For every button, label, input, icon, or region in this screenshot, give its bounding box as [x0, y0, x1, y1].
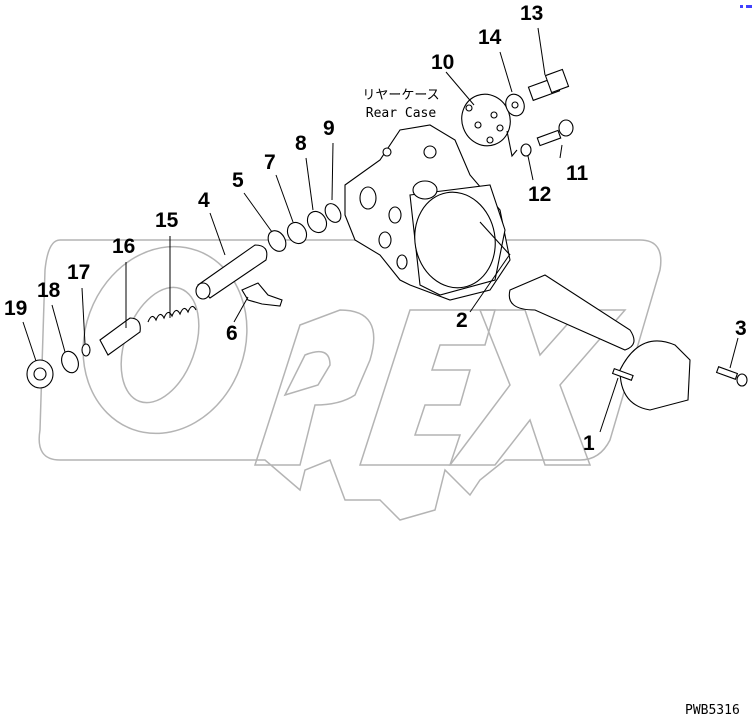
- callout-15: 15: [155, 209, 179, 232]
- title-japanese: リヤーケース: [362, 88, 440, 103]
- callout-4: 4: [198, 189, 210, 212]
- callout-5: 5: [232, 169, 244, 192]
- callout-6: 6: [226, 322, 238, 345]
- drawing-code: PWB5316: [685, 703, 740, 718]
- title-english: Rear Case: [365, 106, 437, 121]
- callout-16: 16: [112, 235, 136, 258]
- callout-10: 10: [431, 51, 455, 74]
- callout-11: 11: [566, 162, 589, 185]
- callout-14: 14: [478, 26, 502, 49]
- corner-mark-icon: [740, 5, 752, 8]
- callout-18: 18: [37, 279, 61, 302]
- callout-3: 3: [735, 317, 747, 340]
- callout-13: 13: [520, 2, 544, 25]
- callout-8: 8: [295, 132, 307, 155]
- callout-2: 2: [456, 309, 468, 332]
- callout-7: 7: [264, 151, 276, 174]
- callout-19: 19: [4, 297, 28, 320]
- callout-12: 12: [528, 183, 552, 206]
- callout-17: 17: [67, 261, 91, 284]
- callout-9: 9: [323, 117, 335, 140]
- callout-1: 1: [583, 432, 595, 455]
